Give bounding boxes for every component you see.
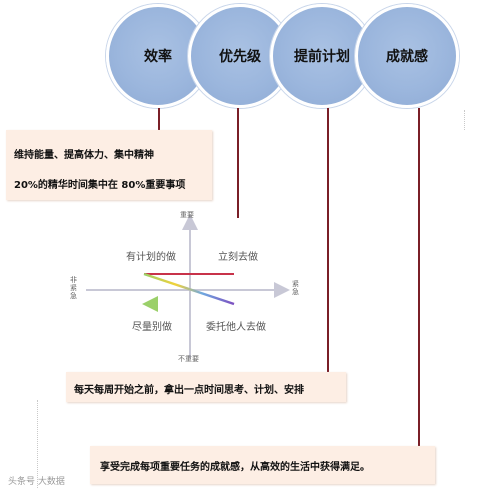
priority-matrix-svg <box>86 214 290 358</box>
matrix-label-not-urgent: 非紧急 <box>70 276 77 300</box>
connector-efficiency <box>158 108 160 136</box>
priority-matrix: 重要 不重要 非紧急 紧急 有计划的做 立刻去做 尽量别做 委托他人去做 <box>68 208 318 368</box>
info-box-plan-ahead: 每天每周开始之前，拿出一点时间思考、计划、安排 <box>66 372 346 402</box>
info-box-efficiency-line1: 维持能量、提高体力、集中精神 <box>14 150 154 161</box>
matrix-label-important: 重要 <box>180 211 194 219</box>
circle-achievement: 成就感 <box>355 4 459 108</box>
matrix-diagonal <box>143 272 235 306</box>
matrix-label-urgent: 紧急 <box>292 280 299 296</box>
info-box-efficiency-line2: 20%的精华时间集中在 80%重要事项 <box>14 180 186 191</box>
circle-achievement-label: 成就感 <box>386 49 428 65</box>
dotted-guide-right <box>464 110 466 130</box>
circle-efficiency-label: 效率 <box>144 49 172 65</box>
connector-plan-ahead <box>327 108 329 372</box>
matrix-quadrant-avoid: 尽量别做 <box>132 322 172 333</box>
matrix-label-not-important: 不重要 <box>178 355 199 363</box>
dotted-guide-left <box>37 400 39 488</box>
connector-priority <box>237 108 239 218</box>
circle-plan-ahead: 提前计划 <box>270 4 374 108</box>
info-box-plan-ahead-text: 每天每周开始之前，拿出一点时间思考、计划、安排 <box>74 385 304 396</box>
circle-priority-label: 优先级 <box>219 49 261 65</box>
watermark: 头条号 大数据 <box>8 477 65 487</box>
info-box-achievement-text: 享受完成每项重要任务的成就感，从高效的生活中获得满足。 <box>100 462 370 473</box>
matrix-quadrant-delegate: 委托他人去做 <box>206 322 266 333</box>
info-box-efficiency: 维持能量、提高体力、集中精神 20%的精华时间集中在 80%重要事项 <box>6 130 212 200</box>
matrix-quadrant-do-now: 立刻去做 <box>218 252 258 263</box>
matrix-quadrant-plan: 有计划的做 <box>126 252 176 263</box>
info-box-achievement: 享受完成每项重要任务的成就感，从高效的生活中获得满足。 <box>90 446 435 484</box>
circle-plan-ahead-label: 提前计划 <box>294 49 350 65</box>
connector-achievement <box>418 108 420 446</box>
